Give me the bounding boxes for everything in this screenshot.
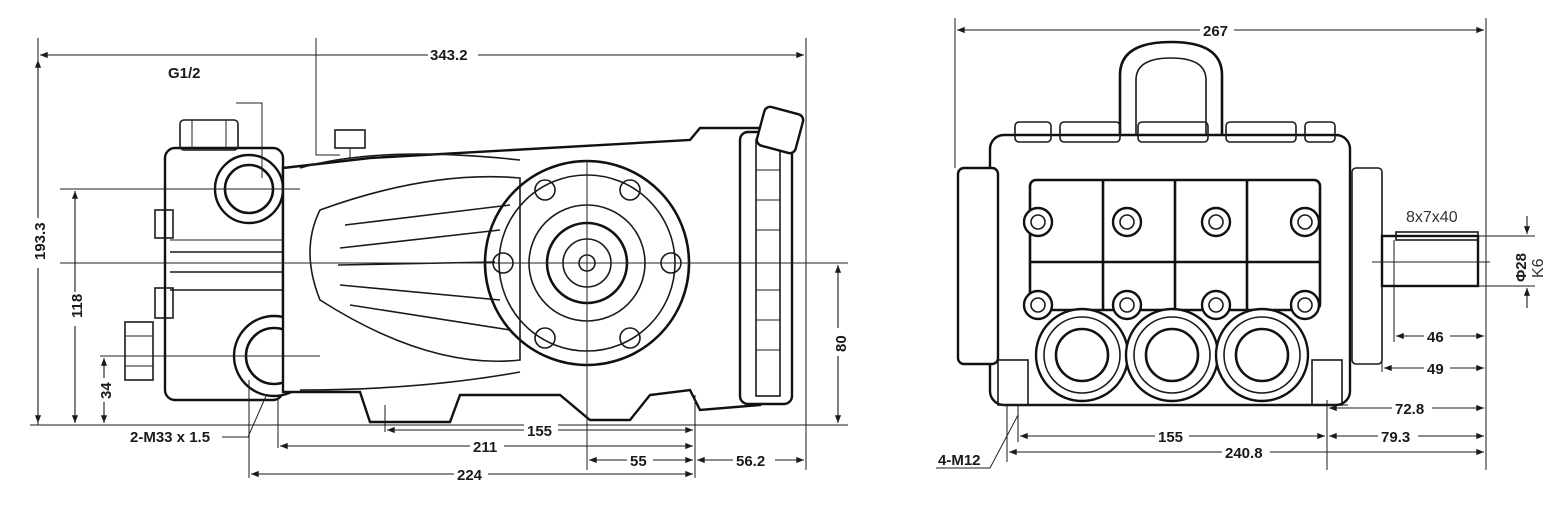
dim-193-label: 193.3 [32, 222, 49, 260]
dim-34-label: 34 [98, 382, 115, 399]
front-dim-155-label: 155 [1158, 429, 1183, 446]
dim-240-8-label: 240.8 [1225, 445, 1263, 462]
dim-56-2-label: 56.2 [736, 453, 765, 470]
g12-leader-line [236, 102, 263, 178]
dim-72-8-label: 72.8 [1395, 401, 1424, 418]
key-size-label: 8x7x40 [1406, 209, 1458, 226]
side-view-pump-body [124, 105, 805, 424]
dim-267-label: 267 [1203, 23, 1228, 40]
dim-79-3-label: 79.3 [1381, 429, 1410, 446]
side-view: G1/2 343.2 193.3 118 34 80 2-M33 x 1.5 [29, 38, 850, 484]
front-view: 267 8x7x40 Φ28 K6 46 49 72.8 4-M12 155 [936, 18, 1547, 470]
m12-leader-line [936, 414, 1019, 469]
dim-118-label: 118 [69, 294, 86, 318]
dim-155-label: 155 [527, 423, 552, 440]
m33-leader-line [222, 395, 267, 438]
front-view-pump-body [956, 40, 1490, 407]
dim-80-label: 80 [833, 335, 850, 352]
shaft-tolerance-label: K6 [1530, 258, 1547, 278]
dim-49-label: 49 [1427, 361, 1444, 378]
m33-label: 2-M33 x 1.5 [130, 429, 210, 446]
dim-224-label: 224 [457, 467, 483, 484]
mount-holes-label: 4-M12 [938, 452, 981, 469]
g12-label: G1/2 [168, 65, 201, 82]
dim-46-label: 46 [1427, 329, 1444, 346]
dim-343-label: 343.2 [430, 47, 468, 64]
shaft-diameter-label: Φ28 [1513, 253, 1530, 282]
dim-211-label: 211 [473, 439, 497, 456]
dim-55-label: 55 [630, 453, 647, 470]
breather-leader [315, 38, 340, 156]
